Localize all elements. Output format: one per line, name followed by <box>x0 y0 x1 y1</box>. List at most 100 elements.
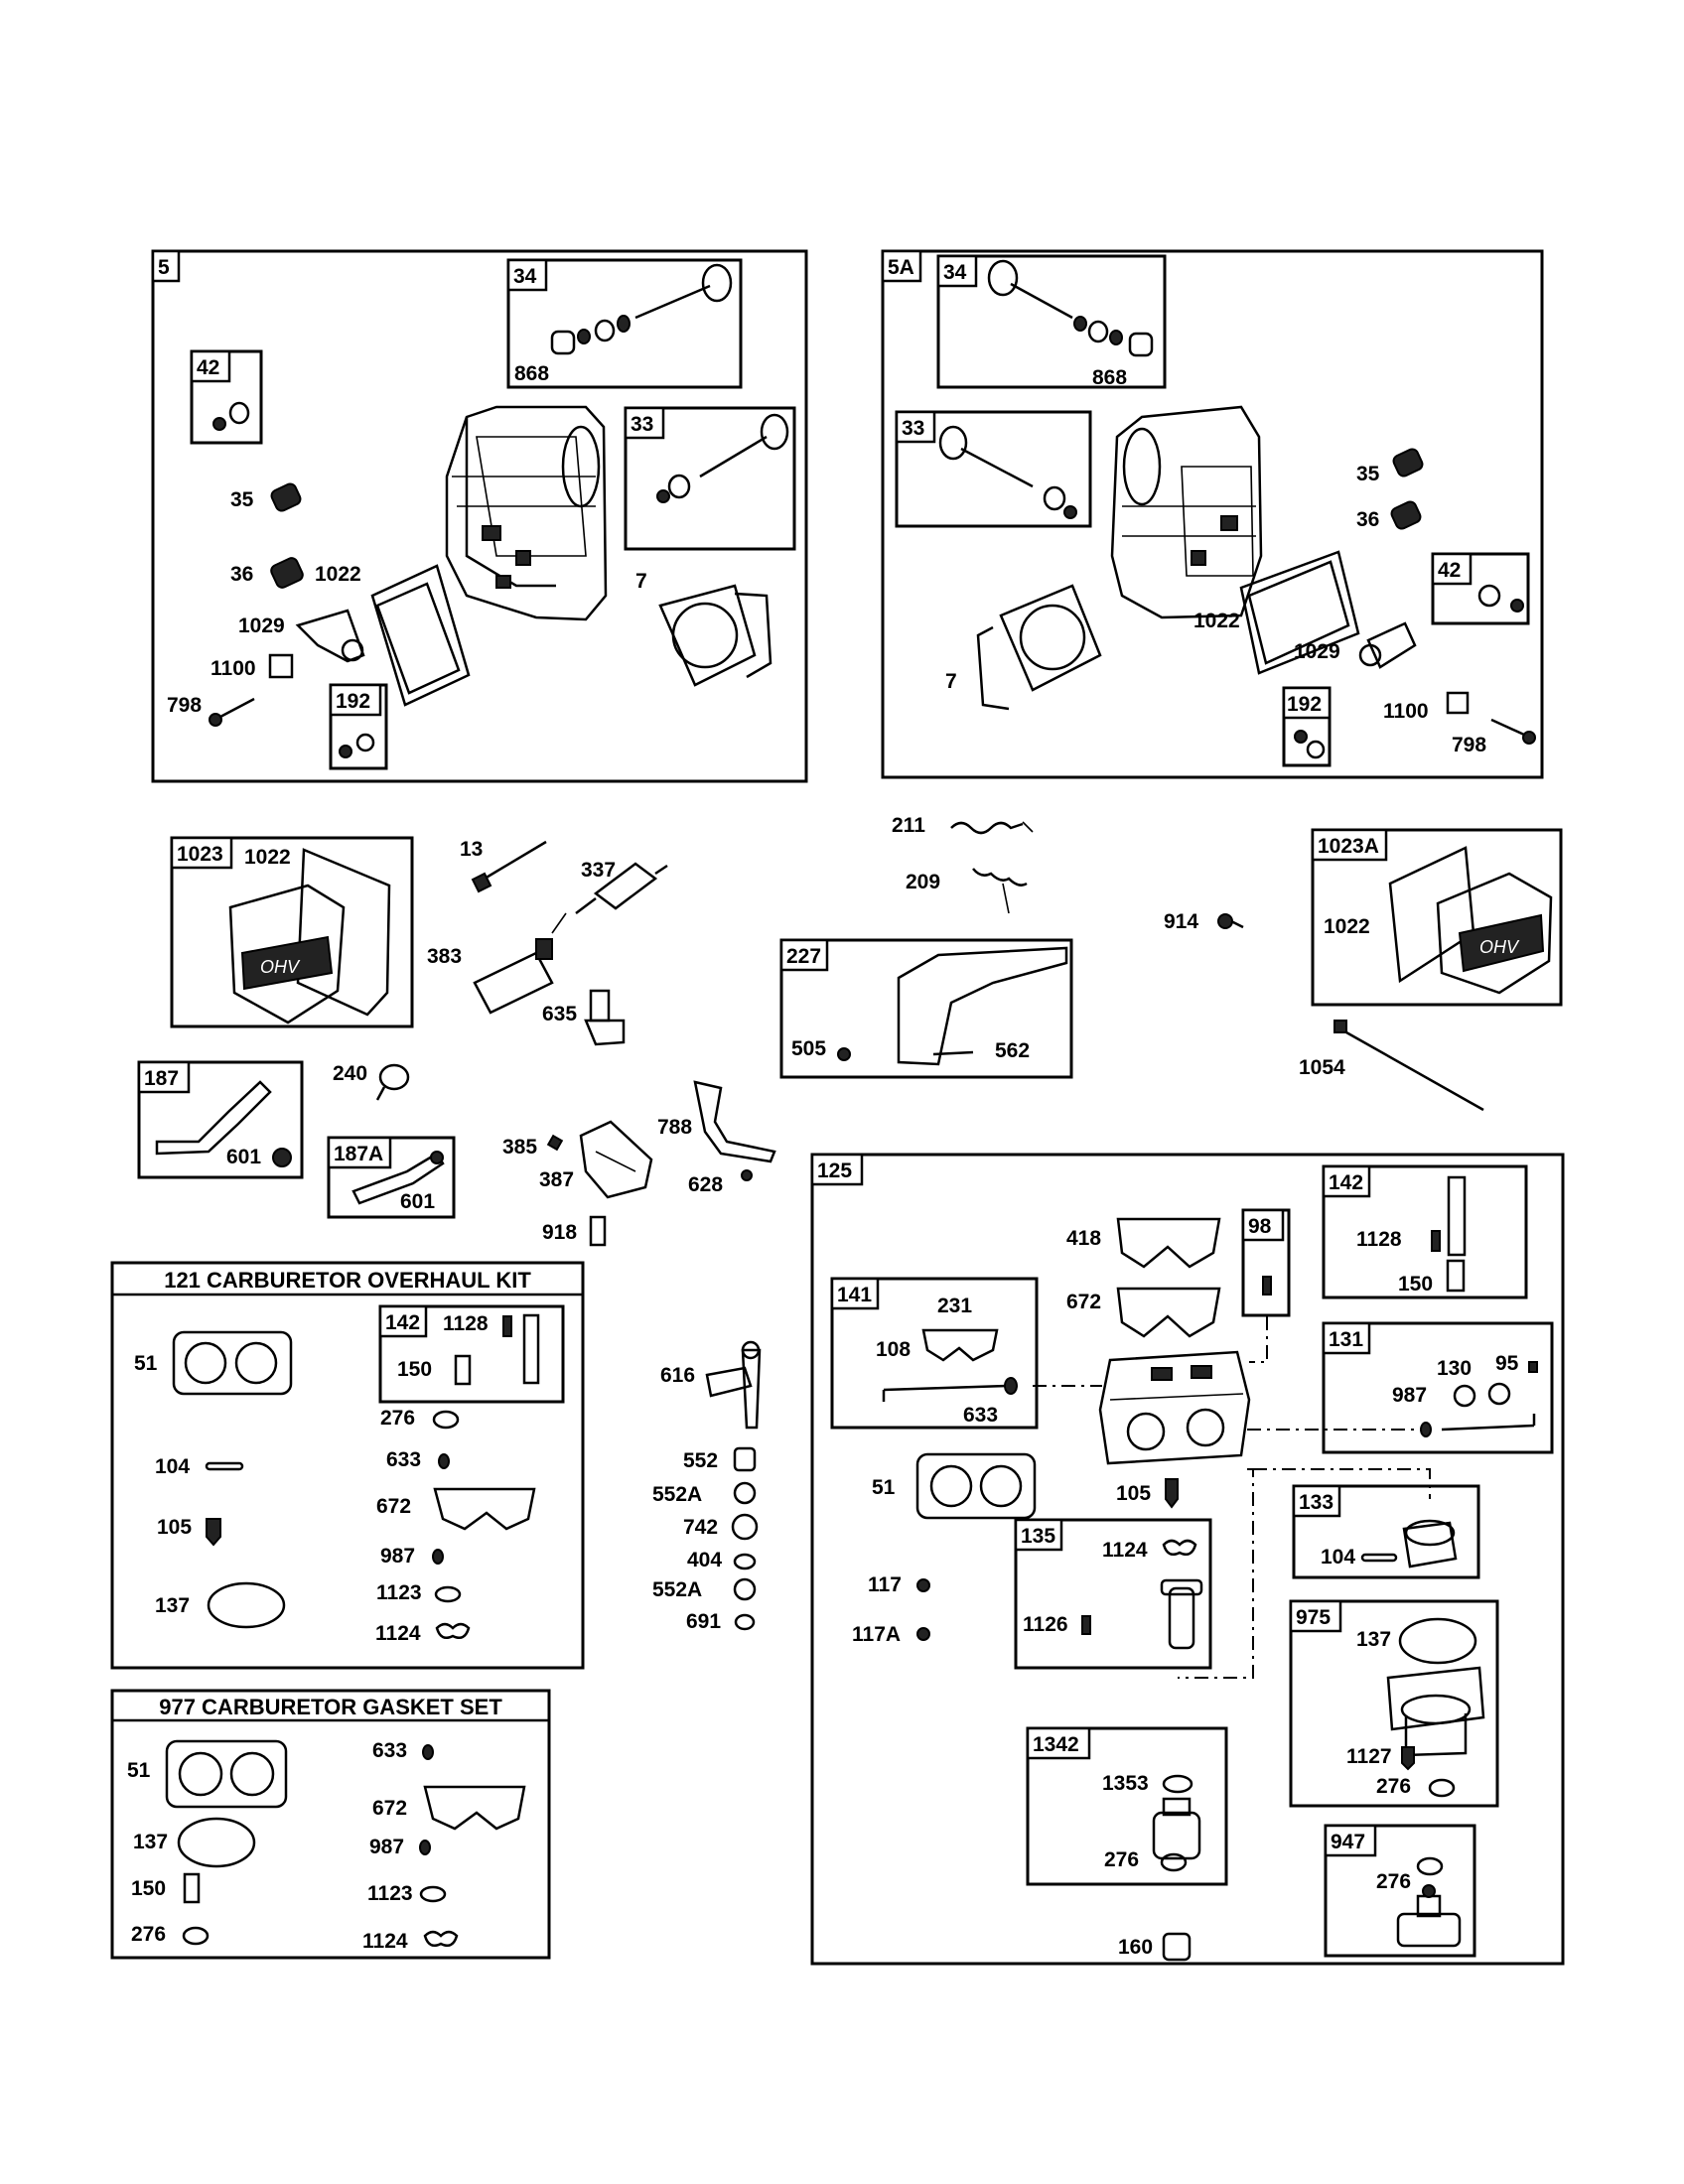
carb-label-947-276: 276 <box>1376 1870 1411 1893</box>
carb-label-1128: 1128 <box>1356 1228 1402 1251</box>
valve-cover-1023a-logo: OHV <box>1479 937 1520 957</box>
label-1054: 1054 <box>1299 1056 1345 1079</box>
kit-977-carb-gasket-part <box>165 1739 288 1809</box>
carb-label-117: 117 <box>868 1573 902 1596</box>
label-788: 788 <box>657 1116 692 1139</box>
assembly-187: 187 601 <box>137 1060 304 1179</box>
carb-gasket-51-part <box>915 1452 1037 1520</box>
assembly-125-carburetor: 125 418 672 141 231 108 633 98 142 1128 … <box>810 1153 1565 1966</box>
kit-977-label-672: 672 <box>372 1797 407 1820</box>
governor-spring-211-part <box>950 821 1034 835</box>
kit-977-gasket-672-part <box>423 1785 526 1831</box>
carb-label-160: 160 <box>1118 1936 1153 1959</box>
fuel-shutoff-1342-part <box>1152 1797 1201 1860</box>
label-5a-798: 798 <box>1452 734 1486 756</box>
kit-121-o-ring-part <box>207 1581 286 1629</box>
label-187-601: 601 <box>226 1146 261 1168</box>
carb-label-633: 633 <box>963 1404 998 1427</box>
assembly-1023: 1023 OHV 1022 <box>170 836 414 1028</box>
label-240: 240 <box>333 1062 367 1085</box>
box-5a-34-tag: 34 <box>943 261 967 284</box>
carb-label-117a: 117A <box>852 1623 901 1646</box>
kit-121-label-1124: 1124 <box>375 1622 421 1645</box>
label-5a-1022: 1022 <box>1193 610 1240 632</box>
fuel-filter-240-part <box>375 1063 410 1101</box>
label-562: 562 <box>995 1039 1030 1062</box>
box-5a-42-tag: 42 <box>1438 559 1461 582</box>
exhaust-valve-5a-part <box>987 259 1154 357</box>
box-98-tag: 98 <box>1248 1215 1272 1238</box>
kit-121-screw-105-part <box>206 1518 221 1547</box>
label-5a-7: 7 <box>945 670 957 693</box>
carb-label-987: 987 <box>1392 1384 1427 1407</box>
fuel-bowl-975-part <box>1386 1666 1485 1757</box>
label-552a-2: 552A <box>652 1578 702 1601</box>
kit-121-title: 121 CARBURETOR OVERHAUL KIT <box>164 1268 531 1293</box>
box-5-42-tag: 42 <box>197 356 219 379</box>
kit-121-label-150: 150 <box>397 1358 432 1381</box>
kit-121-label-137: 137 <box>155 1594 190 1617</box>
screw-914-part <box>1217 913 1244 929</box>
push-rod-guide-5a-part <box>1446 691 1470 715</box>
carb-label-418: 418 <box>1066 1227 1101 1250</box>
valve-cover-logo: OHV <box>260 957 301 977</box>
label-5a-35: 35 <box>1356 463 1380 485</box>
kit-977-title: 977 CARBURETOR GASKET SET <box>159 1695 502 1719</box>
carb-label-51: 51 <box>872 1476 896 1499</box>
box-1342-tag: 1342 <box>1033 1733 1079 1756</box>
label-691: 691 <box>686 1610 721 1633</box>
box-187-tag: 187 <box>144 1067 179 1090</box>
head-gasket-part <box>658 584 772 687</box>
kit-121-label-51: 51 <box>134 1352 158 1375</box>
kit-977-label-150: 150 <box>131 1877 166 1900</box>
box-5a-192-tag: 192 <box>1287 693 1322 716</box>
kit-121-label-1123: 1123 <box>376 1581 422 1604</box>
carb-label-975-276: 276 <box>1376 1775 1411 1798</box>
label-505: 505 <box>791 1037 826 1060</box>
kit-121-label-1128: 1128 <box>443 1312 489 1335</box>
label-5-36: 36 <box>230 563 253 586</box>
carb-label-231: 231 <box>937 1295 972 1317</box>
assembly-187a: 187A 601 <box>327 1136 456 1219</box>
rocker-bolt-part <box>209 697 255 727</box>
carb-label-1127: 1127 <box>1346 1745 1392 1768</box>
label-914: 914 <box>1164 910 1198 933</box>
cylinder-head-5a-part <box>1110 405 1263 619</box>
label-5-35: 35 <box>230 488 254 511</box>
kit-121-label-672: 672 <box>376 1495 411 1518</box>
label-5-7: 7 <box>635 570 647 593</box>
valve-cover-1023a-part: OHV <box>1388 846 1553 995</box>
label-13: 13 <box>460 838 483 861</box>
fuel-bowl-135-part <box>1160 1578 1203 1650</box>
kit-121-carb-gasket-part <box>172 1330 293 1396</box>
carburetor-body-part <box>1098 1350 1251 1465</box>
label-5-1022: 1022 <box>315 563 361 586</box>
carb-label-105: 105 <box>1116 1482 1151 1505</box>
label-5-798: 798 <box>167 694 202 717</box>
kit-977-label-276: 276 <box>131 1923 166 1946</box>
label-635: 635 <box>542 1003 577 1025</box>
kit-121-box-142-tag: 142 <box>385 1311 420 1334</box>
assembly-5: 5 34 868 42 33 <box>151 249 808 783</box>
rocker-bolt-5a-part <box>1490 718 1536 745</box>
box-133-tag: 133 <box>1299 1491 1333 1514</box>
carb-label-130: 130 <box>1437 1357 1472 1380</box>
governor-control-bracket-part <box>897 946 1068 1066</box>
cylinder-head-part <box>445 405 608 621</box>
valve-cover-part: OHV <box>228 848 391 1024</box>
kit-121-float-bowl-part <box>522 1313 540 1385</box>
kit-121-needle-part <box>454 1354 472 1386</box>
box-1023-tag: 1023 <box>177 843 223 866</box>
box-1023a-tag: 1023A <box>1318 835 1379 858</box>
label-552: 552 <box>683 1449 718 1472</box>
push-rod-guide-part <box>268 653 294 679</box>
valve-spring-5a-35-part <box>1392 448 1424 478</box>
label-5-868: 868 <box>514 362 549 385</box>
kit-121-label-633: 633 <box>386 1448 421 1471</box>
label-918: 918 <box>542 1221 577 1244</box>
box-227-tag: 227 <box>786 945 821 968</box>
carb-label-150: 150 <box>1398 1273 1433 1296</box>
carb-label-104: 104 <box>1321 1546 1355 1569</box>
kit-977-label-137: 137 <box>133 1831 168 1853</box>
label-383: 383 <box>427 945 462 968</box>
